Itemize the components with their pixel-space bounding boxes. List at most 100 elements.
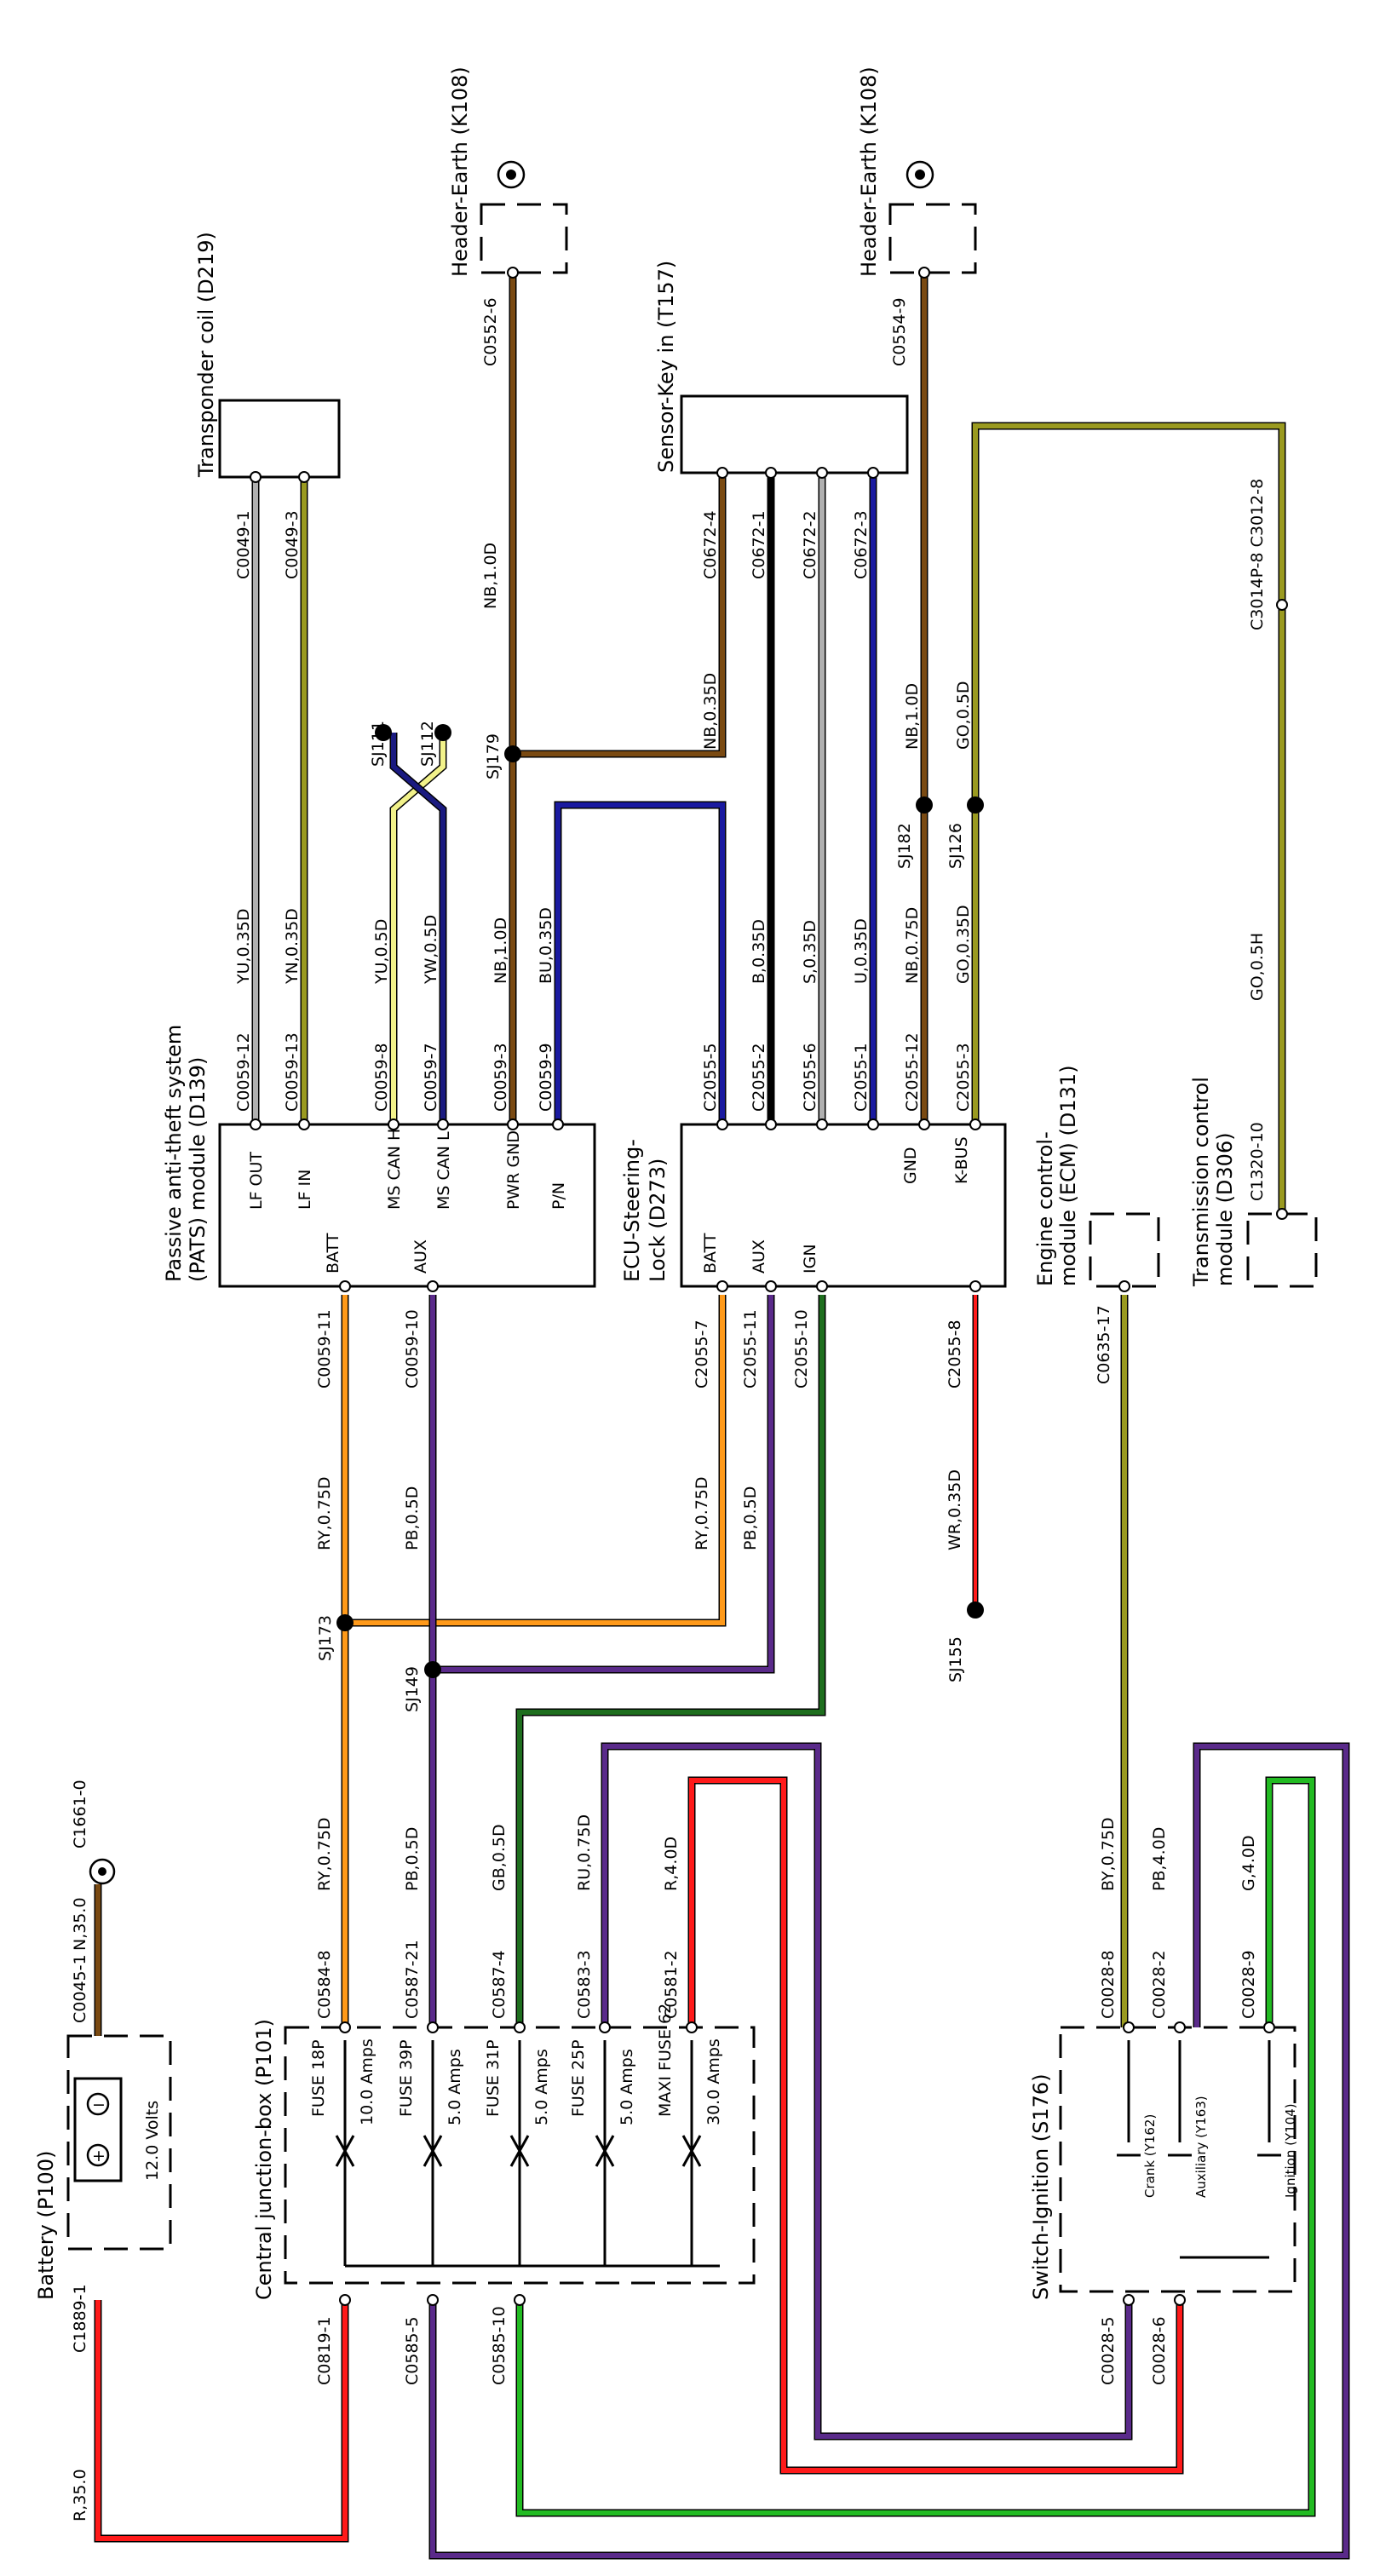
connector-pin-31	[339, 2294, 351, 2306]
battery-pin-right: C0045-1	[71, 1954, 89, 2023]
sensor-wire-1: NB,1.0D	[903, 683, 922, 750]
fuse-name-0: FUSE 18P	[309, 2039, 328, 2117]
connector-pin-40	[1276, 1208, 1288, 1220]
pats-connector-3: C0059-7	[422, 1043, 440, 1112]
ecm-outline	[1089, 1212, 1160, 1288]
connector-pin-16	[816, 1118, 828, 1130]
ecu-connector-4: C2055-12	[903, 1032, 922, 1112]
ecu-wire-3: NB,0.75D	[903, 907, 922, 984]
ecu-steering-lock	[680, 1123, 1007, 1288]
connector-pin-33	[514, 2294, 526, 2306]
sensor-pin-1: C0672-1	[750, 510, 768, 579]
pats-pin-0: LF OUT	[247, 1152, 266, 1210]
battery-name: Battery (P100)	[34, 2151, 58, 2300]
cjb-bottom-pin-2: C0585-10	[490, 2306, 509, 2385]
earth1-wire: NB,1.0D	[481, 543, 500, 609]
fuse-name-1: FUSE 39P	[397, 2039, 416, 2117]
fuse-amps-2: 5.0 Amps	[532, 2049, 551, 2125]
tcm-name-2: module (D306)	[1213, 1132, 1237, 1286]
sensor-key-name: Sensor-Key in (T157)	[654, 261, 678, 473]
ecm-name-2: module (ECM) (D131)	[1056, 1065, 1080, 1286]
cjb-bottom-pin-0: C0819-1	[315, 2316, 334, 2385]
cjb-top-wire-4: R,4.0D	[662, 1837, 681, 1891]
sensor-pin-2: C0672-2	[801, 510, 819, 579]
ecu-bottom-connector-3: C2055-8	[946, 1320, 964, 1389]
battery-minus-glyph: −	[92, 2096, 106, 2114]
wire-nb-sensor	[513, 473, 725, 756]
ecu-name-1: ECU-Steering-	[620, 1139, 644, 1282]
splice-dot-1	[434, 724, 451, 741]
splice-label-5: SJ173	[316, 1615, 335, 1661]
ecu-bottom-connector-1: C2055-11	[741, 1309, 760, 1389]
ecu-bottom-connector-0: C2055-7	[693, 1320, 711, 1389]
battery-plus-icon	[86, 2143, 110, 2167]
pats-module	[218, 1123, 596, 1288]
tcm-wire: GO,0.5H	[1248, 933, 1267, 1001]
wire-battery-positive	[95, 2300, 348, 2541]
ecu-bottom-pin-2: IGN	[801, 1244, 819, 1274]
battery-wire-right: N,35.0	[71, 1897, 89, 1951]
connector-pin-23	[765, 1280, 777, 1292]
connector-pin-10	[388, 1118, 400, 1130]
wire-r-switch	[689, 1778, 1182, 2473]
fuse-amps-4: 30.0 Amps	[704, 2038, 723, 2125]
wire-gb-ecu-ign-outline	[515, 1295, 826, 2027]
wire-bu-pn	[555, 802, 725, 1124]
connector-pin-8	[250, 1118, 262, 1130]
header-earth-1-outline	[480, 203, 568, 274]
wire-gb-ecu-ign	[517, 1295, 825, 2027]
pats-bottom-wire-1: PB,0.5D	[403, 1486, 422, 1550]
pats-wire-1: YN,0.35D	[283, 908, 302, 985]
splice-label-4: SJ126	[946, 823, 965, 869]
pats-bottom-wire-0: RY,0.75D	[315, 1476, 334, 1550]
pats-connector-2: C0059-8	[372, 1043, 391, 1112]
connector-pin-22	[716, 1280, 728, 1292]
wire-battery-positive-outline	[94, 2300, 349, 2543]
earth-ring-center-icon	[915, 170, 925, 180]
splice-label-7: SJ155	[946, 1636, 965, 1682]
ecu-top-pin-1: K-BUS	[952, 1136, 971, 1184]
battery-voltage: 12.0 Volts	[143, 2101, 162, 2181]
wire-go-ecu-kbus	[973, 423, 1285, 1214]
cjb-top-pin-4: C0581-2	[662, 1950, 681, 2019]
ecu-box	[680, 1123, 1007, 1288]
connector-pin-41	[1276, 599, 1288, 611]
ecu-bottom-wire-2: WR,0.35D	[946, 1469, 964, 1550]
switch-contact-1: Auxiliary (Y163)	[1193, 2096, 1209, 2198]
battery-outline	[66, 2034, 172, 2251]
ecu-connector-5: C2055-3	[954, 1043, 973, 1112]
connector-pin-12	[507, 1118, 519, 1130]
transponder-pin-1: C0049-3	[283, 510, 302, 579]
pats-name-2: (PATS) module (D139)	[186, 1057, 210, 1282]
switch-bottom-pin-1: C0028-6	[1150, 2316, 1169, 2385]
fuse-name-2: FUSE 31P	[484, 2039, 503, 2117]
switch-wire-0: BY,0.75D	[1099, 1817, 1118, 1891]
ecu-connector-1: C2055-2	[750, 1043, 768, 1112]
pats-name-1: Passive anti-theft system	[162, 1025, 186, 1282]
connector-pin-39	[1118, 1280, 1130, 1292]
ecu-top-pin-0: GND	[901, 1147, 920, 1184]
switch-wire-2: G,4.0D	[1239, 1835, 1258, 1891]
connector-pin-11	[437, 1118, 449, 1130]
connector-pin-19	[969, 1118, 981, 1130]
pats-pin-5: P/N	[549, 1182, 568, 1210]
sensor-wire-2: GO,0.5D	[954, 681, 973, 750]
ecu-connector-2: C2055-6	[801, 1043, 819, 1112]
switch-top-pin-2: C0028-9	[1239, 1950, 1258, 2019]
header-earth-2-pin: C0554-9	[890, 297, 909, 366]
connector-pin-38	[1174, 2294, 1186, 2306]
connector-pin-13	[552, 1118, 564, 1130]
ecu-wire-4: GO,0.35D	[954, 905, 973, 984]
splice-label-1: SJ112	[418, 721, 437, 767]
ecu-bottom-pin-0: BATT	[701, 1233, 720, 1274]
wire-ru-switch	[602, 1744, 1131, 2439]
pats-wire-4: NB,1.0D	[492, 917, 510, 984]
wire-can-l	[391, 733, 446, 1124]
switch-contact-0: Crank (Y162)	[1142, 2114, 1158, 2198]
switch-wire-1: PB,4.0D	[1150, 1827, 1169, 1891]
header-earth-2-name: Header-Earth (K108)	[857, 66, 881, 277]
connector-pin-0	[250, 471, 262, 483]
pats-connector-4: C0059-3	[492, 1043, 510, 1112]
transponder-name: Transponder coil (D219)	[194, 232, 218, 478]
